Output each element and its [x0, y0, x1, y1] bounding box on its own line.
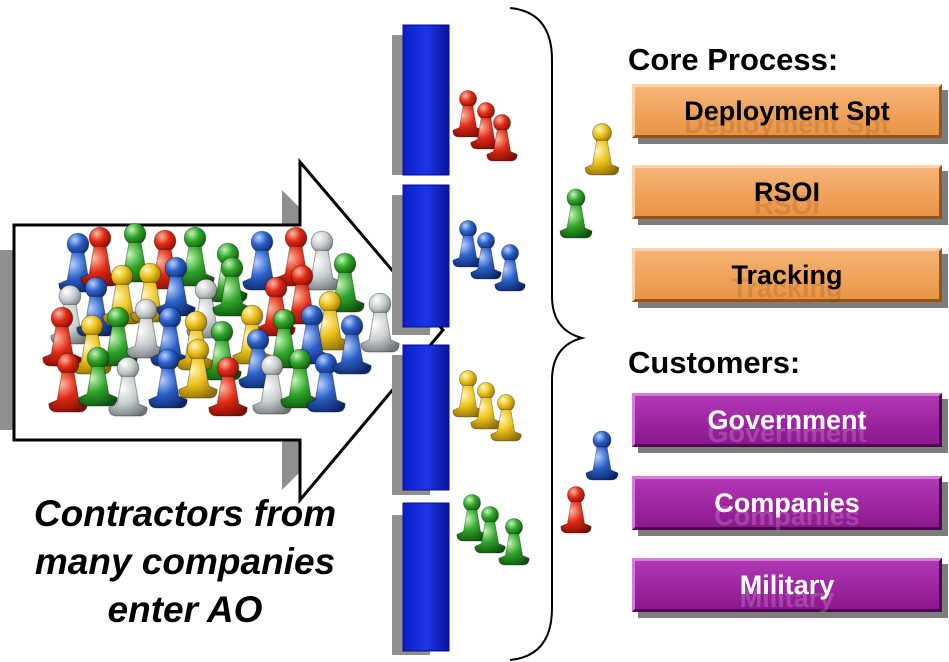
- gate-bar: [402, 502, 450, 652]
- caption-line: Contractors from: [33, 493, 337, 534]
- gate-bar: [402, 24, 450, 176]
- customers-heading: Customers:: [628, 345, 801, 380]
- box-label: Military: [739, 569, 835, 600]
- grouping-brace: [509, 7, 586, 661]
- gate-bar: [402, 344, 450, 491]
- box-label: Deployment Spt: [684, 95, 890, 126]
- contractors-caption: Contractors from many companies enter AO: [0, 490, 370, 634]
- box-label: Government: [707, 404, 867, 435]
- pawn-icon: [490, 393, 522, 442]
- box-companies: Companies Companies: [632, 476, 942, 531]
- box-label: Companies: [714, 487, 860, 518]
- pawn-icon: [560, 485, 592, 534]
- pawn-groups: [452, 89, 620, 566]
- gate-bar: [402, 184, 450, 328]
- box-rsoi: RSOI RSOI: [632, 165, 942, 220]
- pawn-icon: [584, 123, 620, 176]
- box-military: Military Military: [632, 558, 942, 613]
- core-process-heading: Core Process:: [628, 42, 839, 77]
- pawn-icon: [494, 243, 526, 292]
- entry-gates: [392, 24, 450, 655]
- box-label: RSOI: [753, 176, 820, 207]
- box-government: Government Government: [632, 393, 942, 448]
- caption-line: enter AO: [107, 589, 263, 630]
- pawn-icon: [498, 517, 530, 566]
- pawn-icon: [559, 188, 593, 239]
- box-label: Tracking: [731, 259, 843, 290]
- caption-line: many companies: [34, 541, 336, 582]
- box-tracking: Tracking Tracking: [632, 248, 942, 303]
- pawn-icon: [585, 430, 619, 481]
- box-deployment-spt: Deployment Spt Deployment Spt: [632, 84, 942, 139]
